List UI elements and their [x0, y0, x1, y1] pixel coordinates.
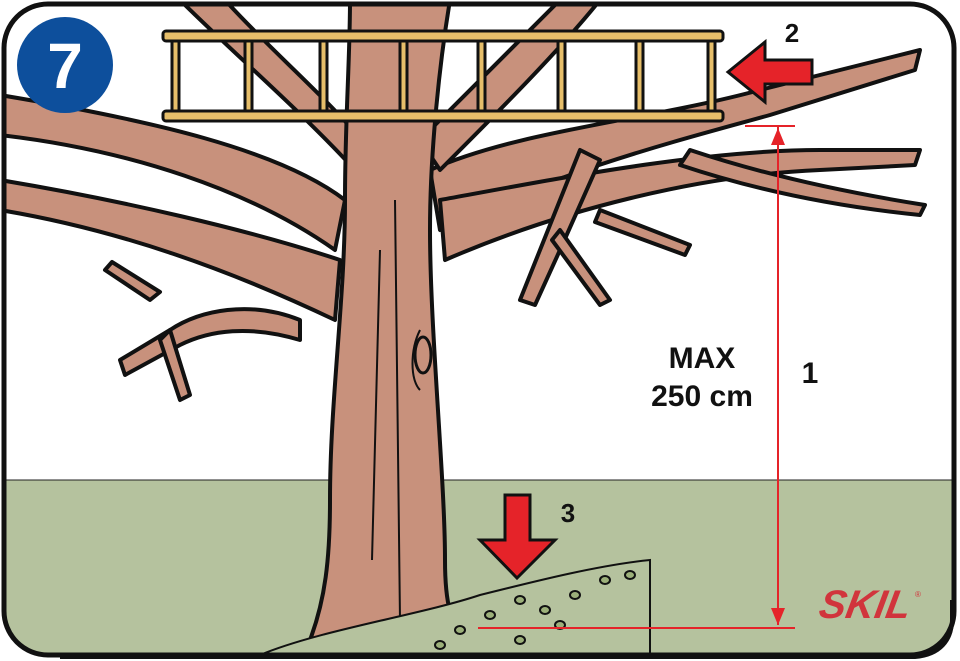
marker-1: 1 [802, 357, 819, 390]
marker-3: 3 [561, 498, 575, 528]
arrow-2-icon [725, 38, 814, 106]
step-badge [17, 17, 113, 113]
max-label: MAX [669, 342, 736, 375]
debris-pile [259, 558, 651, 657]
brand-logo: SKIL [816, 582, 915, 627]
registered-mark: ® [915, 590, 921, 599]
marker-2: 2 [785, 18, 799, 48]
ladder [161, 29, 725, 123]
height-label: 250 cm [651, 380, 753, 413]
step-number: 7 [47, 30, 83, 102]
height-measurement [478, 125, 795, 629]
arrow-3-icon [476, 493, 559, 581]
